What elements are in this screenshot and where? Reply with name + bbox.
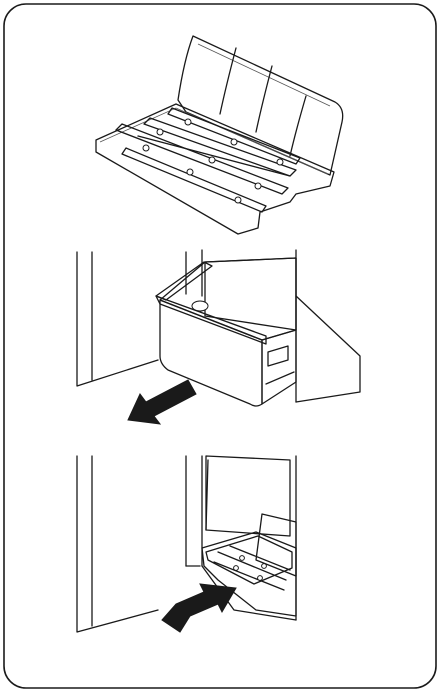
drawer-handle bbox=[192, 301, 208, 311]
frame-border bbox=[4, 4, 436, 688]
